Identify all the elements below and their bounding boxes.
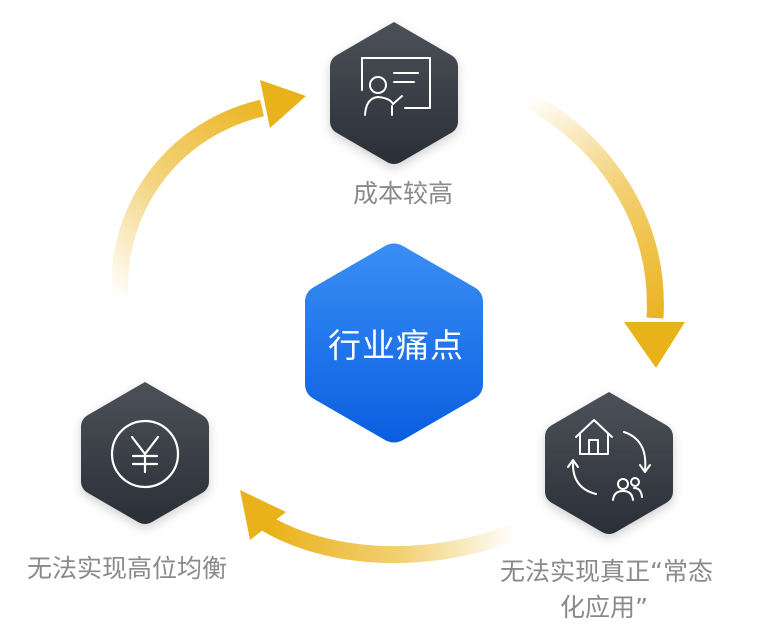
hexagon-left xyxy=(81,382,209,524)
presenter-board-icon xyxy=(361,57,431,116)
cycle-arrow-right xyxy=(525,92,685,368)
center-title: 行业痛点 xyxy=(328,326,464,365)
house-people-cycle-icon xyxy=(567,419,651,501)
cycle-arrow-bottom xyxy=(240,490,519,564)
yuan-coin-icon xyxy=(110,419,180,489)
node-label-right-line2: 化应用” xyxy=(560,593,648,622)
hexagon-center xyxy=(305,243,483,443)
cycle-arrow-left xyxy=(111,80,306,299)
hexagon-top xyxy=(330,22,458,164)
node-label-top: 成本较高 xyxy=(353,179,454,208)
node-label-right-line1: 无法实现真正“常态 xyxy=(500,557,713,586)
hexagon-right xyxy=(545,392,673,534)
node-label-left: 无法实现高位均衡 xyxy=(27,554,228,583)
